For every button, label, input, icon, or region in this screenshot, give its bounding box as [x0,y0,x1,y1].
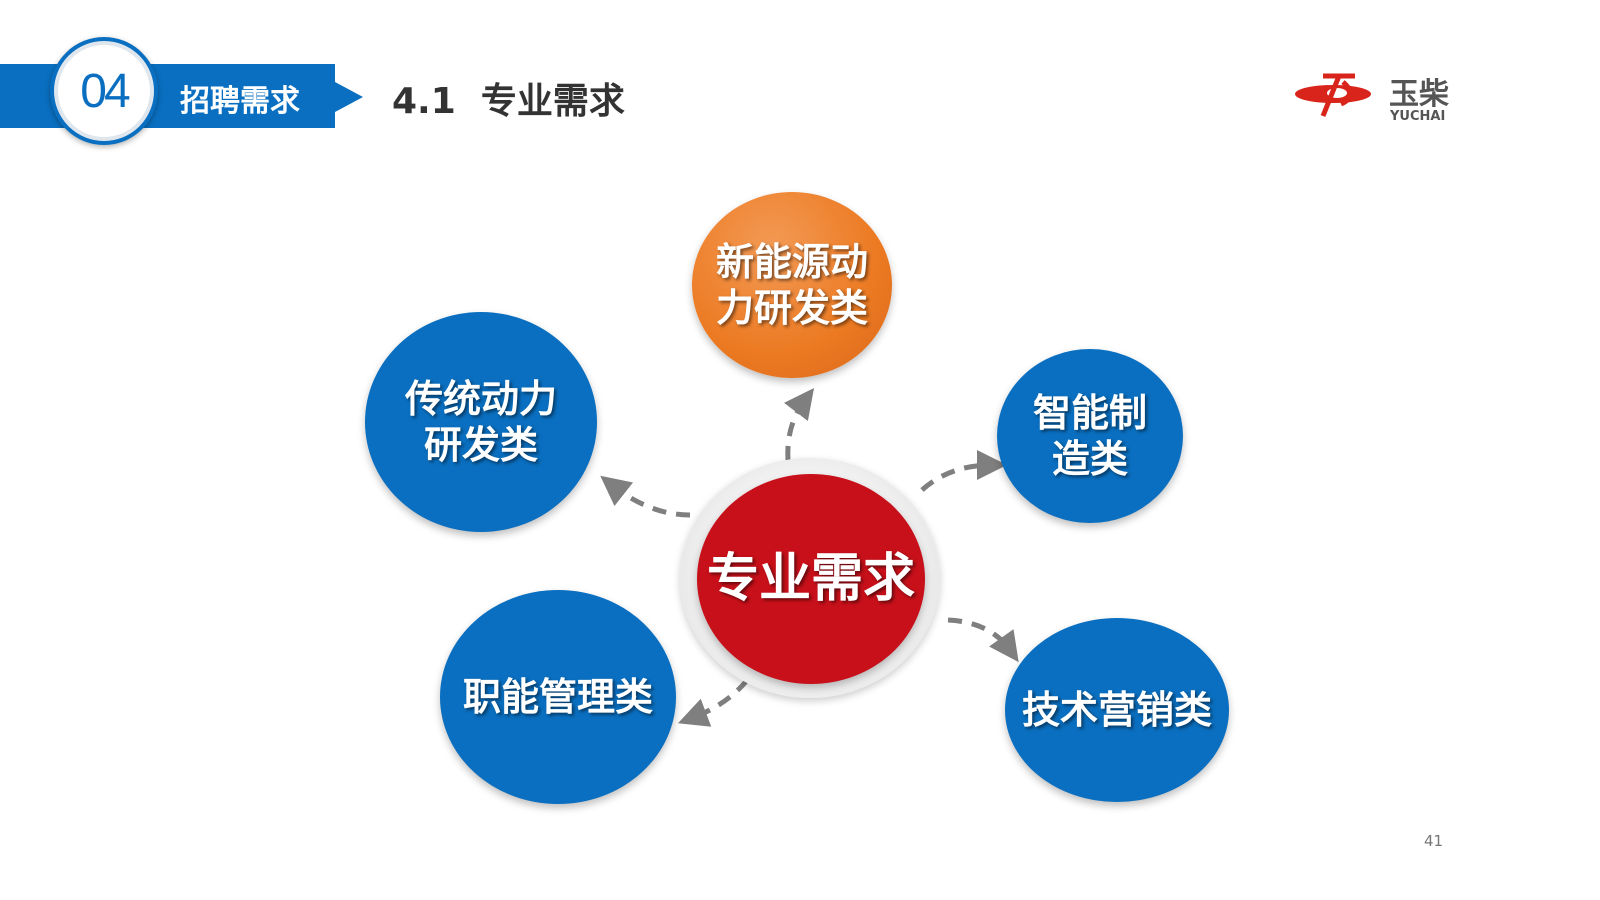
page-title: 4.1 专业需求 [392,81,625,122]
svg-text:YUCHAI: YUCHAI [1389,109,1445,124]
node-traditional: 传统动力研发类 [365,312,597,532]
arrow-to-traditional [600,475,691,518]
yuchai-logo: 玉柴 YUCHAI [1293,68,1468,124]
arrow-to-tech-sales [947,617,1019,663]
arrow-to-new-energy [783,388,815,461]
page-number: 41 [1424,832,1444,850]
node-label: 造类 [1051,437,1128,481]
node-label: 研发类 [423,423,538,467]
section-label: 招聘需求 [180,84,300,119]
section-number-badge: 04 [50,37,158,145]
svg-text:玉柴: 玉柴 [1389,77,1449,112]
arrow-to-smart-mfg [920,450,1007,492]
node-label: 新能源动 [715,240,868,284]
section-band-arrow [335,82,363,112]
center-label: 专业需求 [706,549,915,609]
node-tech-sales: 技术营销类 [1005,618,1229,802]
node-label: 传统动力 [404,377,557,421]
node-label: 智能制 [1032,391,1147,435]
node-center: 专业需求 [697,474,925,684]
section-number: 04 [80,64,130,118]
node-label: 力研发类 [715,286,868,330]
node-smart-mfg: 智能制造类 [997,349,1183,523]
node-functional: 职能管理类 [440,590,676,804]
node-label: 技术营销类 [1021,688,1212,732]
node-label: 职能管理类 [462,675,653,719]
node-new-energy: 新能源动力研发类 [692,192,892,378]
